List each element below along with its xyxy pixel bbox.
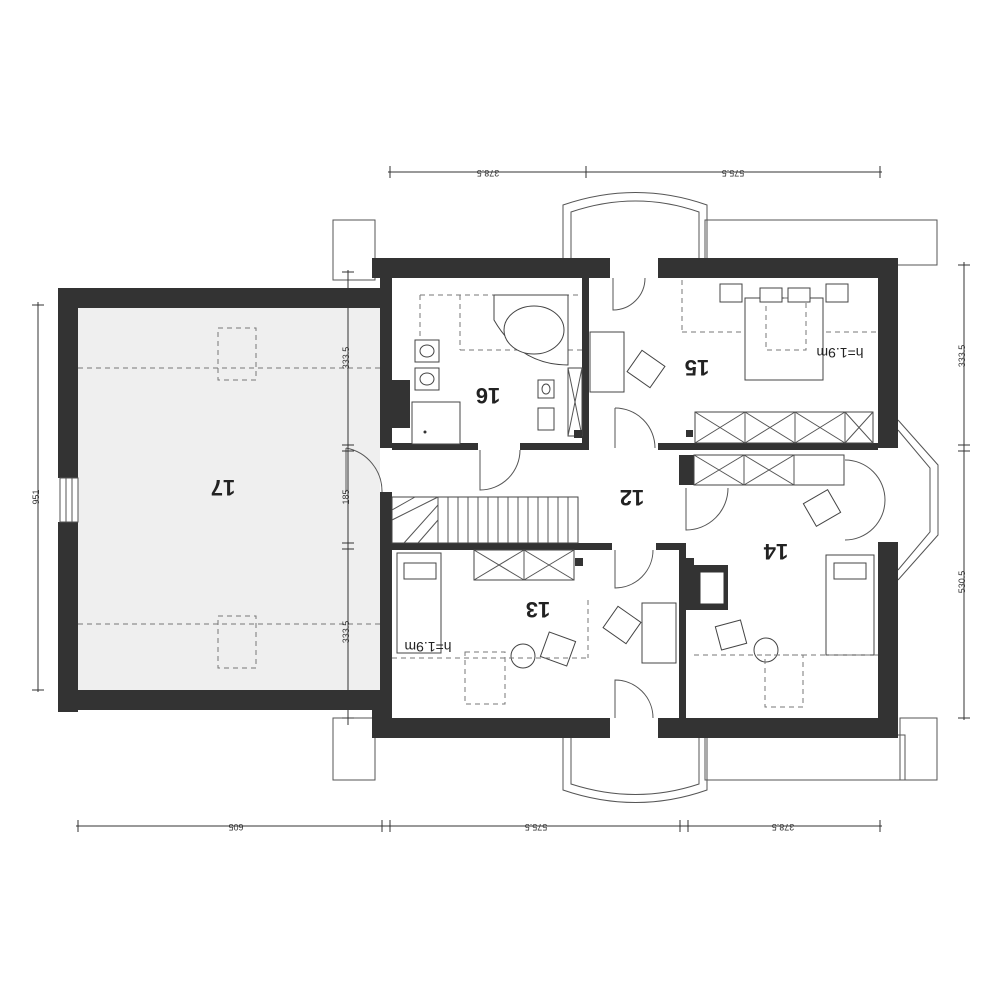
dim-right-lower: 530.5 [957,571,967,594]
dim-right-upper: 333.5 [957,345,967,368]
top-dormer [562,192,708,265]
height-label-15: h=1.9m [816,345,863,361]
dimension-lines [32,166,970,832]
room-label-15: 15 [685,355,709,380]
room-label-16: 16 [476,383,500,408]
room-label-12: 12 [620,485,644,510]
doors [345,277,886,719]
dim-bottom-mid: 575.5 [525,822,548,832]
dim-left-total: 951 [31,489,41,504]
room-labels: 17 16 15 12 14 13 h=1.9m h=1.9m [211,345,864,655]
room-label-14: 14 [763,539,788,564]
room-label-17: 17 [211,475,235,500]
dim-bottom-left: 605 [228,822,243,832]
room-17-floor [78,308,380,690]
dim-mid-upper: 333.5 [341,347,351,370]
dim-mid-center: 185 [341,489,351,504]
dim-bottom-right: 378.5 [772,822,795,832]
room-13-furniture [392,549,677,705]
dim-top-right: 575.5 [722,168,745,178]
height-label-13: h=1.9m [404,639,451,655]
right-bay-window [897,419,939,581]
dim-mid-lower: 333.5 [341,621,351,644]
room-15-furniture [589,280,878,444]
room-label-13: 13 [526,597,550,622]
windows [59,477,79,523]
dimension-labels: 378.5 575.5 605 575.5 378.5 951 333.5 18… [31,168,967,832]
room-14-furniture [686,454,878,708]
bottom-dormer [562,738,708,803]
room-17-details [78,327,380,669]
staircase [391,496,579,544]
bathroom-fixtures [392,294,583,445]
walls [58,258,898,738]
dim-top-left: 378.5 [477,168,500,178]
